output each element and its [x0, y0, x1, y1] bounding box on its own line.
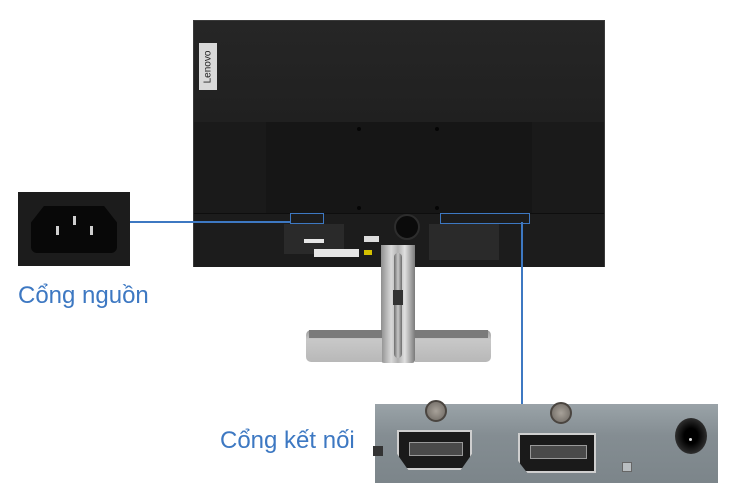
stand-base-right — [415, 330, 491, 362]
power-pin — [56, 226, 59, 235]
displayport-port-icon — [518, 433, 596, 473]
screw-icon — [550, 402, 572, 424]
connection-ports-caption: Cổng kết nối — [220, 427, 355, 454]
monitor-upper-panel — [194, 21, 604, 122]
spec-label-sticker — [304, 239, 324, 243]
warning-icon — [364, 250, 372, 255]
base-edge — [309, 330, 382, 338]
stand-cable-clip — [393, 290, 403, 305]
power-port-caption: Cổng nguồn — [18, 282, 149, 309]
power-port-highlight — [290, 213, 324, 224]
power-socket-icon — [31, 206, 117, 253]
vesa-hole-icon — [357, 206, 361, 210]
chassis-tab — [373, 446, 383, 456]
ports-callout-line — [521, 222, 523, 404]
power-port-inset — [18, 192, 130, 266]
ports-highlight — [440, 213, 530, 224]
lenovo-logo: Lenovo — [199, 43, 217, 90]
audio-jack-icon — [675, 418, 707, 454]
base-edge — [415, 330, 488, 338]
vesa-panel — [266, 122, 532, 213]
vesa-hole-icon — [435, 127, 439, 131]
hdmi-logo — [364, 236, 379, 242]
barcode-sticker — [314, 249, 359, 257]
power-callout-line — [130, 221, 290, 223]
vesa-hole-icon — [435, 206, 439, 210]
screw-icon — [425, 400, 447, 422]
vesa-hole-icon — [357, 127, 361, 131]
stand-neck — [381, 245, 415, 363]
indicator-slot — [622, 462, 632, 472]
stand-neck-rail — [394, 253, 402, 358]
audio-jack-center — [689, 438, 692, 441]
monitor-back: Lenovo — [193, 20, 605, 267]
hdmi-port-contacts — [409, 442, 463, 456]
stand-release-knob — [394, 214, 420, 240]
hdmi-port-icon — [397, 430, 472, 470]
power-pin — [90, 226, 93, 235]
connection-ports-inset — [373, 400, 718, 483]
certification-label — [429, 224, 499, 260]
displayport-contacts — [530, 445, 587, 459]
stand-base-left — [306, 330, 382, 362]
power-pin — [73, 216, 76, 225]
